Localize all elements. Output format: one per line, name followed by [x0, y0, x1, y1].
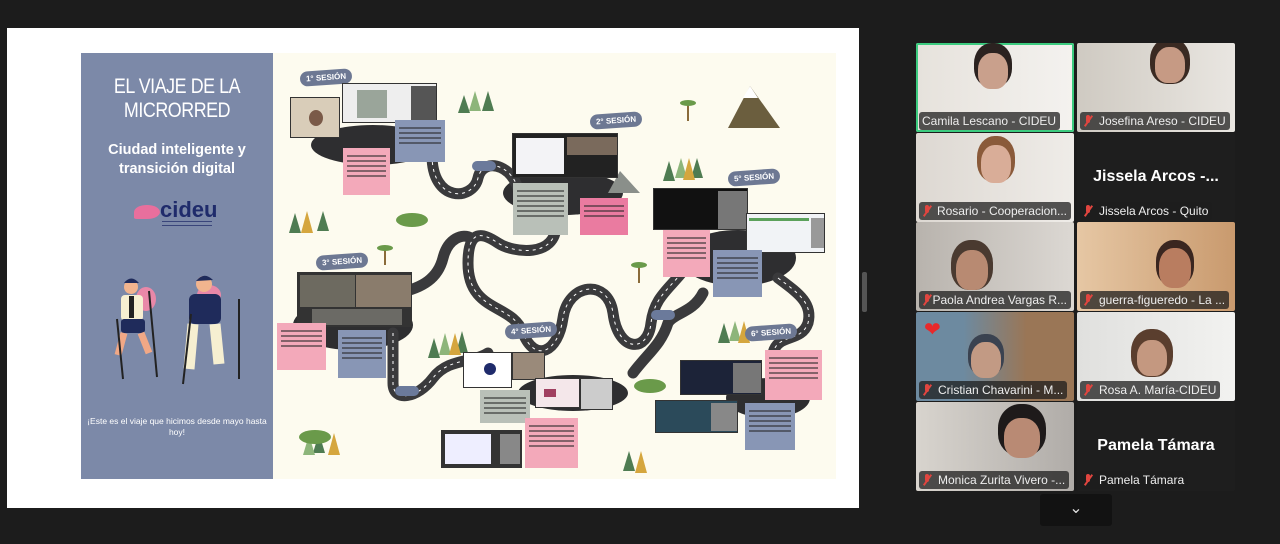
- scroll-participants-down-button[interactable]: ⌄: [1040, 494, 1112, 526]
- hikers-illustration: [114, 275, 240, 385]
- session-note: [765, 350, 822, 400]
- slide-subtitle: Ciudad inteligente y transición digital: [108, 142, 246, 177]
- participant-tile-2[interactable]: Josefina Areso - CIDEU: [1077, 43, 1235, 132]
- participant-tile-5[interactable]: Paola Andrea Vargas R...: [916, 222, 1074, 311]
- participant-tile-10[interactable]: Pamela Támara Pamela Támara: [1077, 402, 1235, 491]
- session-screenshot: [290, 97, 340, 138]
- session-note: [580, 198, 628, 235]
- mic-muted-icon: [922, 205, 931, 217]
- cars: [395, 161, 675, 396]
- session-note: [513, 183, 568, 235]
- session-screenshot: [535, 378, 580, 408]
- session-screenshot: [653, 188, 748, 230]
- participant-tile-1[interactable]: Camila Lescano - CIDEU: [916, 43, 1074, 132]
- session-screenshot: [297, 272, 412, 327]
- session-screenshot: [512, 352, 545, 380]
- mic-muted-icon: [1083, 474, 1093, 486]
- participant-tile-7[interactable]: ❤ Cristian Chavarini - M...: [916, 312, 1074, 401]
- mic-muted-icon: [922, 384, 932, 396]
- session-note: [525, 418, 578, 468]
- participant-name: Rosa A. María-CIDEU: [1099, 383, 1217, 397]
- participant-name: Camila Lescano - CIDEU: [922, 114, 1057, 128]
- heart-reaction-icon: ❤: [924, 319, 941, 341]
- session-screenshot: [441, 430, 522, 468]
- participant-name: Pamela Támara: [1099, 473, 1185, 487]
- participant-name: Monica Zurita Vivero -...: [938, 473, 1066, 487]
- participant-tile-6[interactable]: guerra-figueredo - La ...: [1077, 222, 1235, 311]
- session-screenshot: [580, 378, 613, 410]
- session-note: [663, 230, 710, 277]
- participant-name: Cristian Chavarini - M...: [938, 383, 1064, 397]
- session-note: [343, 148, 390, 195]
- session-screenshot: [746, 213, 825, 253]
- mic-muted-icon: [1083, 115, 1093, 127]
- participant-name: Paola Andrea Vargas R...: [932, 293, 1067, 307]
- trees: [289, 86, 780, 473]
- session-screenshot: [342, 83, 437, 123]
- session-screenshot: [463, 352, 512, 388]
- participant-name: Josefina Areso - CIDEU: [1099, 114, 1226, 128]
- mic-muted-icon: [1083, 205, 1093, 217]
- slide-footer: ¡Este es el viaje que hicimos desde mayo…: [87, 416, 267, 437]
- participant-tile-3[interactable]: Rosario - Cooperacion...: [916, 133, 1074, 222]
- participant-tile-8[interactable]: Rosa A. María-CIDEU: [1077, 312, 1235, 401]
- session-screenshot: [680, 360, 762, 395]
- participant-name: Rosario - Cooperacion...: [936, 204, 1067, 218]
- participant-name: guerra-figueredo - La ...: [1099, 293, 1226, 307]
- participant-name: Jissela Arcos - Quito: [1099, 204, 1209, 218]
- mic-muted-icon: [1083, 294, 1093, 306]
- session-note: [338, 330, 386, 378]
- chevron-down-icon: ⌄: [1069, 500, 1083, 517]
- video-off-name: Jissela Arcos -...: [1093, 168, 1219, 185]
- session-screenshot: [512, 133, 618, 178]
- session-note: [395, 120, 445, 162]
- mic-muted-icon: [922, 474, 932, 486]
- cideu-logo: cideu: [132, 197, 222, 229]
- video-off-name: Pamela Támara: [1097, 437, 1215, 454]
- session-note: [480, 390, 530, 423]
- session-note: [745, 403, 795, 450]
- mic-muted-icon: [922, 294, 930, 306]
- participant-tile-9[interactable]: Monica Zurita Vivero -...: [916, 402, 1074, 491]
- session-note: [713, 250, 762, 297]
- participant-tile-4[interactable]: Jissela Arcos -... Jissela Arcos - Quito: [1077, 133, 1235, 222]
- mic-muted-icon: [1083, 384, 1093, 396]
- journey-map: 1° SESIÓN 2° SESIÓN 3° SESIÓN 4° SESIÓN …: [273, 53, 836, 479]
- panel-resize-handle[interactable]: [862, 272, 867, 312]
- session-screenshot: [655, 400, 738, 433]
- session-note: [277, 323, 326, 370]
